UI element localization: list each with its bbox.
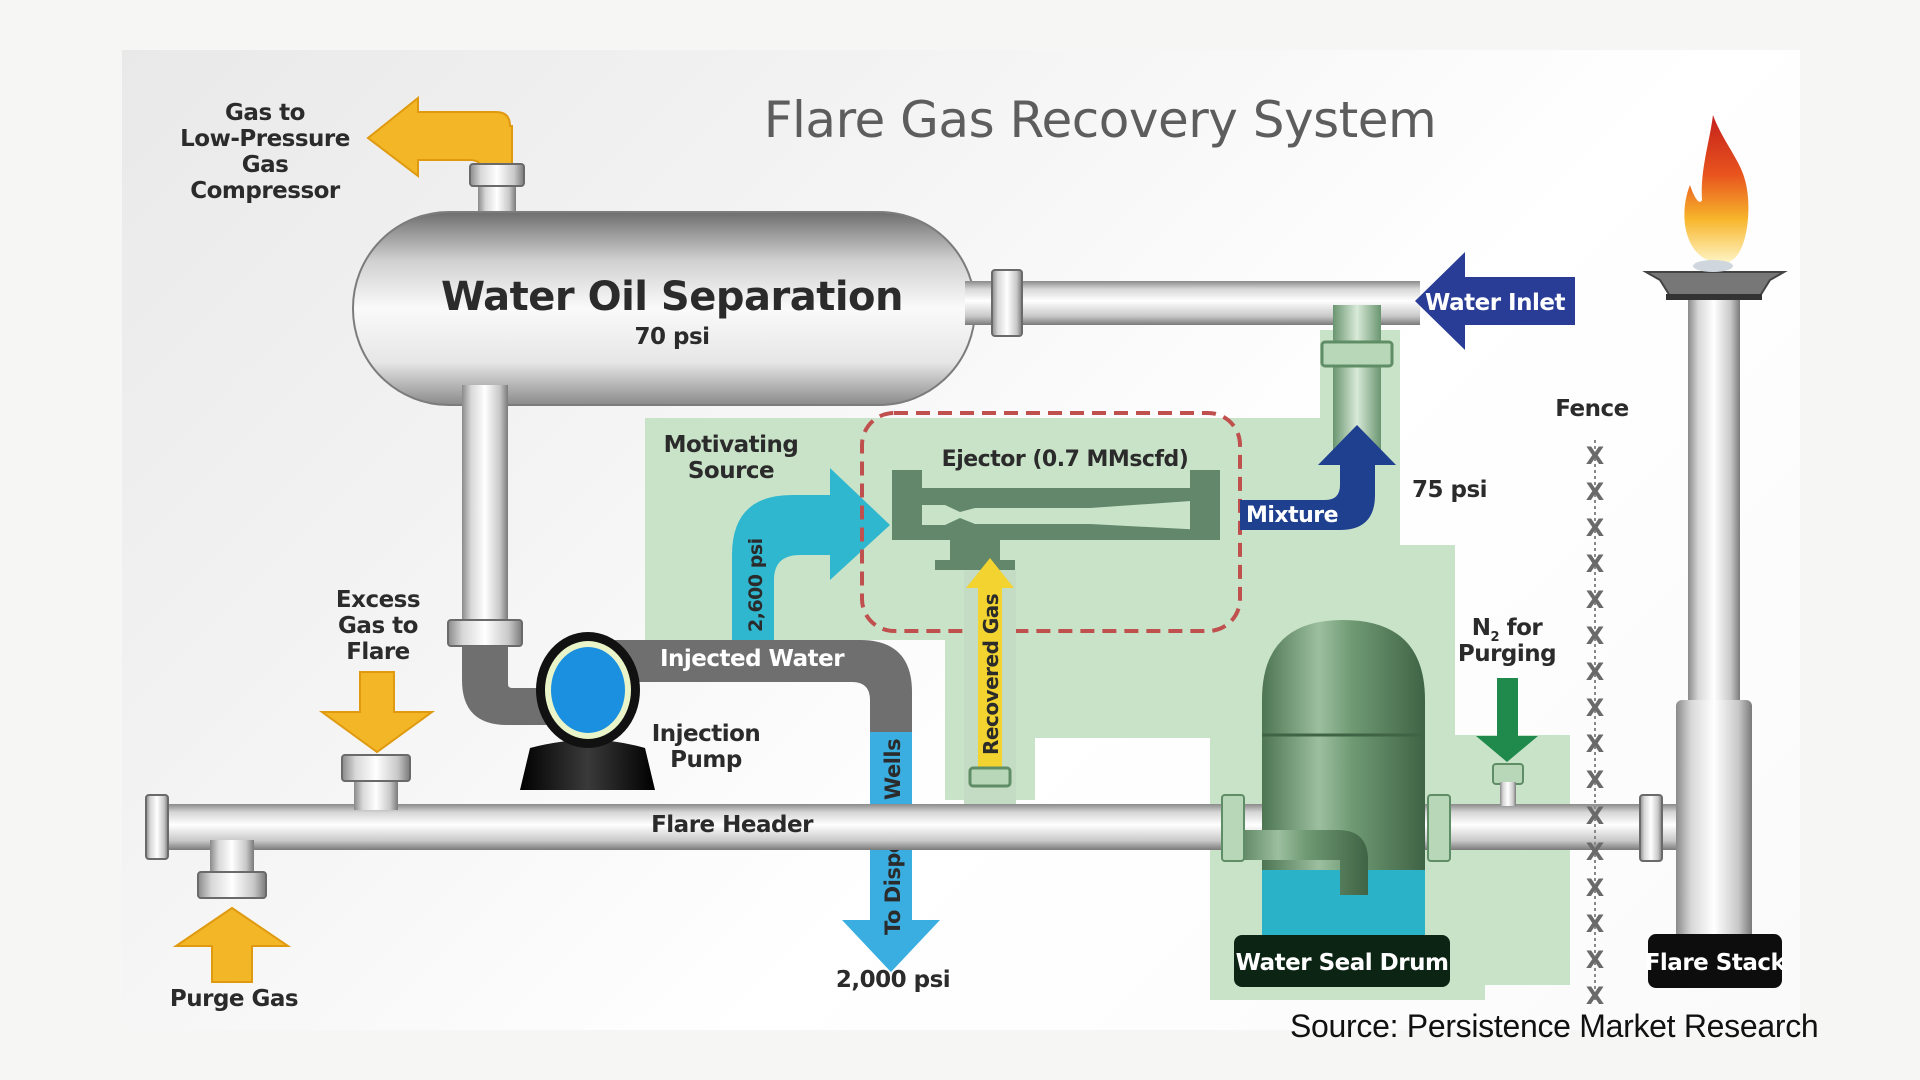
n2-valve [1492,763,1524,785]
fence-x-mark: X [1586,766,1605,794]
fence-label: Fence [1555,396,1629,422]
svg-text:Gas to: Gas to [225,100,305,126]
water-oil-separator: Water Oil Separation 70 psi [352,211,976,406]
fence-x-mark: X [1586,838,1605,866]
n2-arrow [1476,678,1538,762]
to-disposal-wells-arrow: To Disposal Wells [842,732,940,972]
gas-to-compressor-label: Gas to Low-Pressure Gas Compressor [180,100,350,204]
svg-text:Recovered Gas: Recovered Gas [979,594,1003,755]
svg-text:Pump: Pump [670,747,742,773]
fence-x-mark: X [1586,622,1605,650]
source-citation: Source: Persistence Market Research [1290,1008,1819,1044]
flange [447,619,523,647]
n2-purging-label: N2 for Purging [1458,615,1557,667]
fence-x-mark: X [1586,910,1605,938]
ejector-label: Ejector (0.7 MMscfd) [942,447,1189,472]
svg-text:Source: Source [688,458,774,484]
flange [1320,340,1394,368]
fence-x-mark: X [1586,694,1605,722]
ejector-body [892,470,1220,570]
fence-x-mark: X [1586,730,1605,758]
svg-text:Motivating: Motivating [664,432,799,458]
motivating-source-arrow: 2,600 psi [732,468,890,640]
svg-text:Purging: Purging [1458,641,1556,667]
water-inlet-arrow: Water Inlet [1415,252,1575,350]
mixture-arrow: Mixture [1240,425,1396,530]
injection-pump-label: Injection Pump [652,721,761,773]
svg-text:Low-Pressure: Low-Pressure [180,126,350,152]
fence-x-mark: X [1586,550,1605,578]
flange [197,871,267,899]
flange [341,754,411,782]
purge-gas-label: Purge Gas [170,986,298,1012]
flange [991,269,1023,337]
excess-gas-arrow [318,671,436,754]
fence-x-mark: X [1586,658,1605,686]
injected-water-pipe [462,646,560,725]
water-seal-drum-label: Water Seal Drum [1236,950,1449,976]
flare-header-end-cap [145,794,169,860]
recovered-gas-arrow: Recovered Gas [964,558,1016,805]
water-seal-drum [1221,620,1451,965]
fence-x-mark: X [1586,586,1605,614]
svg-text:Mixture: Mixture [1246,503,1338,528]
svg-text:Water Inlet: Water Inlet [1425,290,1565,316]
purge-gas-arrow [172,906,292,983]
svg-text:Flare: Flare [346,639,410,665]
svg-text:Injection: Injection [652,721,761,747]
motivating-source-label: Motivating Source [664,432,799,484]
disposal-pressure: 2,000 psi [836,967,950,993]
flare-header-pipe [152,804,1692,850]
injected-water-label: Injected Water [660,646,845,672]
separator-water-outlet-pipe [462,385,508,635]
n2-branch [1500,782,1516,806]
injected-water-pipe-upper [600,640,912,735]
flare-tip [1693,260,1733,272]
svg-text:2,600 psi: 2,600 psi [745,538,767,632]
fence-x-mark: X [1586,982,1605,1010]
fence-x-mark: X [1586,442,1605,470]
svg-text:Excess: Excess [336,587,420,613]
separator-label: Water Oil Separation [441,274,903,320]
fence-x-mark: X [1586,478,1605,506]
mixture-pressure: 75 psi [1412,477,1487,503]
svg-text:Gas: Gas [242,152,289,178]
svg-text:Gas to: Gas to [338,613,418,639]
diagram-title: Flare Gas Recovery System [764,91,1436,149]
flare-header-label: Flare Header [651,812,814,838]
fence-x-mark: X [1586,946,1605,974]
fence-x-mark: X [1586,802,1605,830]
water-seal-drum-label-box [1234,935,1450,987]
flare-stack-label-box [1648,934,1782,988]
injection-pump [520,632,655,790]
flame-icon [1684,115,1749,264]
svg-text:N2 for: N2 for [1472,615,1544,645]
flare-stack-label: Flare Stack [1645,950,1787,976]
excess-gas-label: Excess Gas to Flare [336,587,421,665]
fence-x-mark: X [1586,514,1605,542]
svg-text:Compressor: Compressor [190,178,341,204]
flare-stack [1639,271,1788,945]
separator-pressure: 70 psi [634,324,709,350]
flange [469,163,525,187]
fence-x-mark: X [1586,874,1605,902]
